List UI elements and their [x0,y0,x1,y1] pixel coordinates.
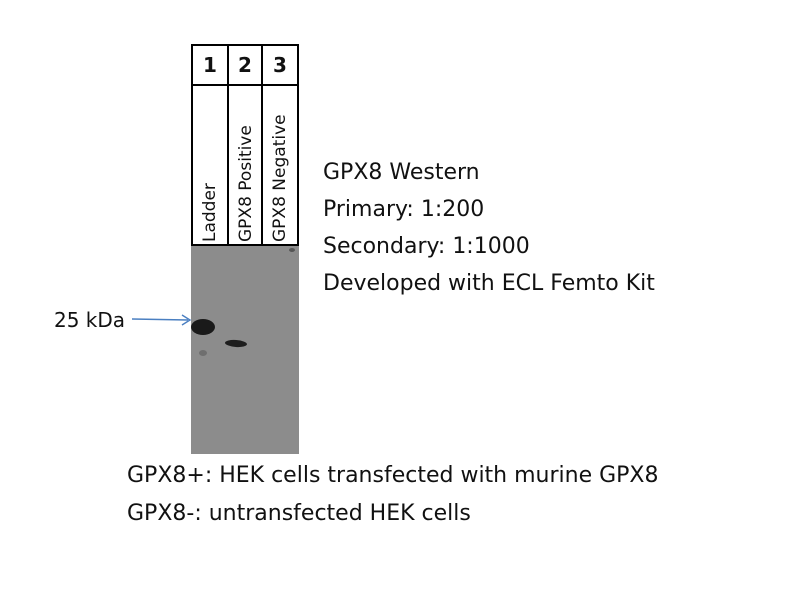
lane-number-2: 2 [238,53,252,77]
lane-label-ladder: Ladder [200,183,220,242]
lane-header-table: 1 2 3 Ladder GPX8 Positive GPX8 Negative [191,44,299,246]
lane-divider [227,46,229,244]
speck [289,248,295,252]
lane-label-gpx8-positive: GPX8 Positive [236,125,256,242]
note-gpx8-positive: GPX8+: HEK cells transfected with murine… [127,463,659,488]
marker-label: 25 kDa [54,308,126,332]
info-secondary: Secondary: 1:1000 [323,234,530,259]
lane-number-3: 3 [273,53,287,77]
info-developed: Developed with ECL Femto Kit [323,271,655,296]
note-gpx8-negative: GPX8-: untransfected HEK cells [127,501,471,526]
faint-band [199,350,207,356]
marker-arrow-icon [131,314,192,326]
gpx8-band [224,339,248,348]
lane-label-gpx8-negative: GPX8 Negative [270,114,290,242]
info-primary: Primary: 1:200 [323,197,485,222]
lane-number-1: 1 [203,53,217,77]
info-title: GPX8 Western [323,160,480,185]
western-blot-image [191,246,299,454]
ladder-band [191,319,215,335]
lane-number-row: 1 2 3 [193,46,297,86]
lane-divider [261,46,263,244]
